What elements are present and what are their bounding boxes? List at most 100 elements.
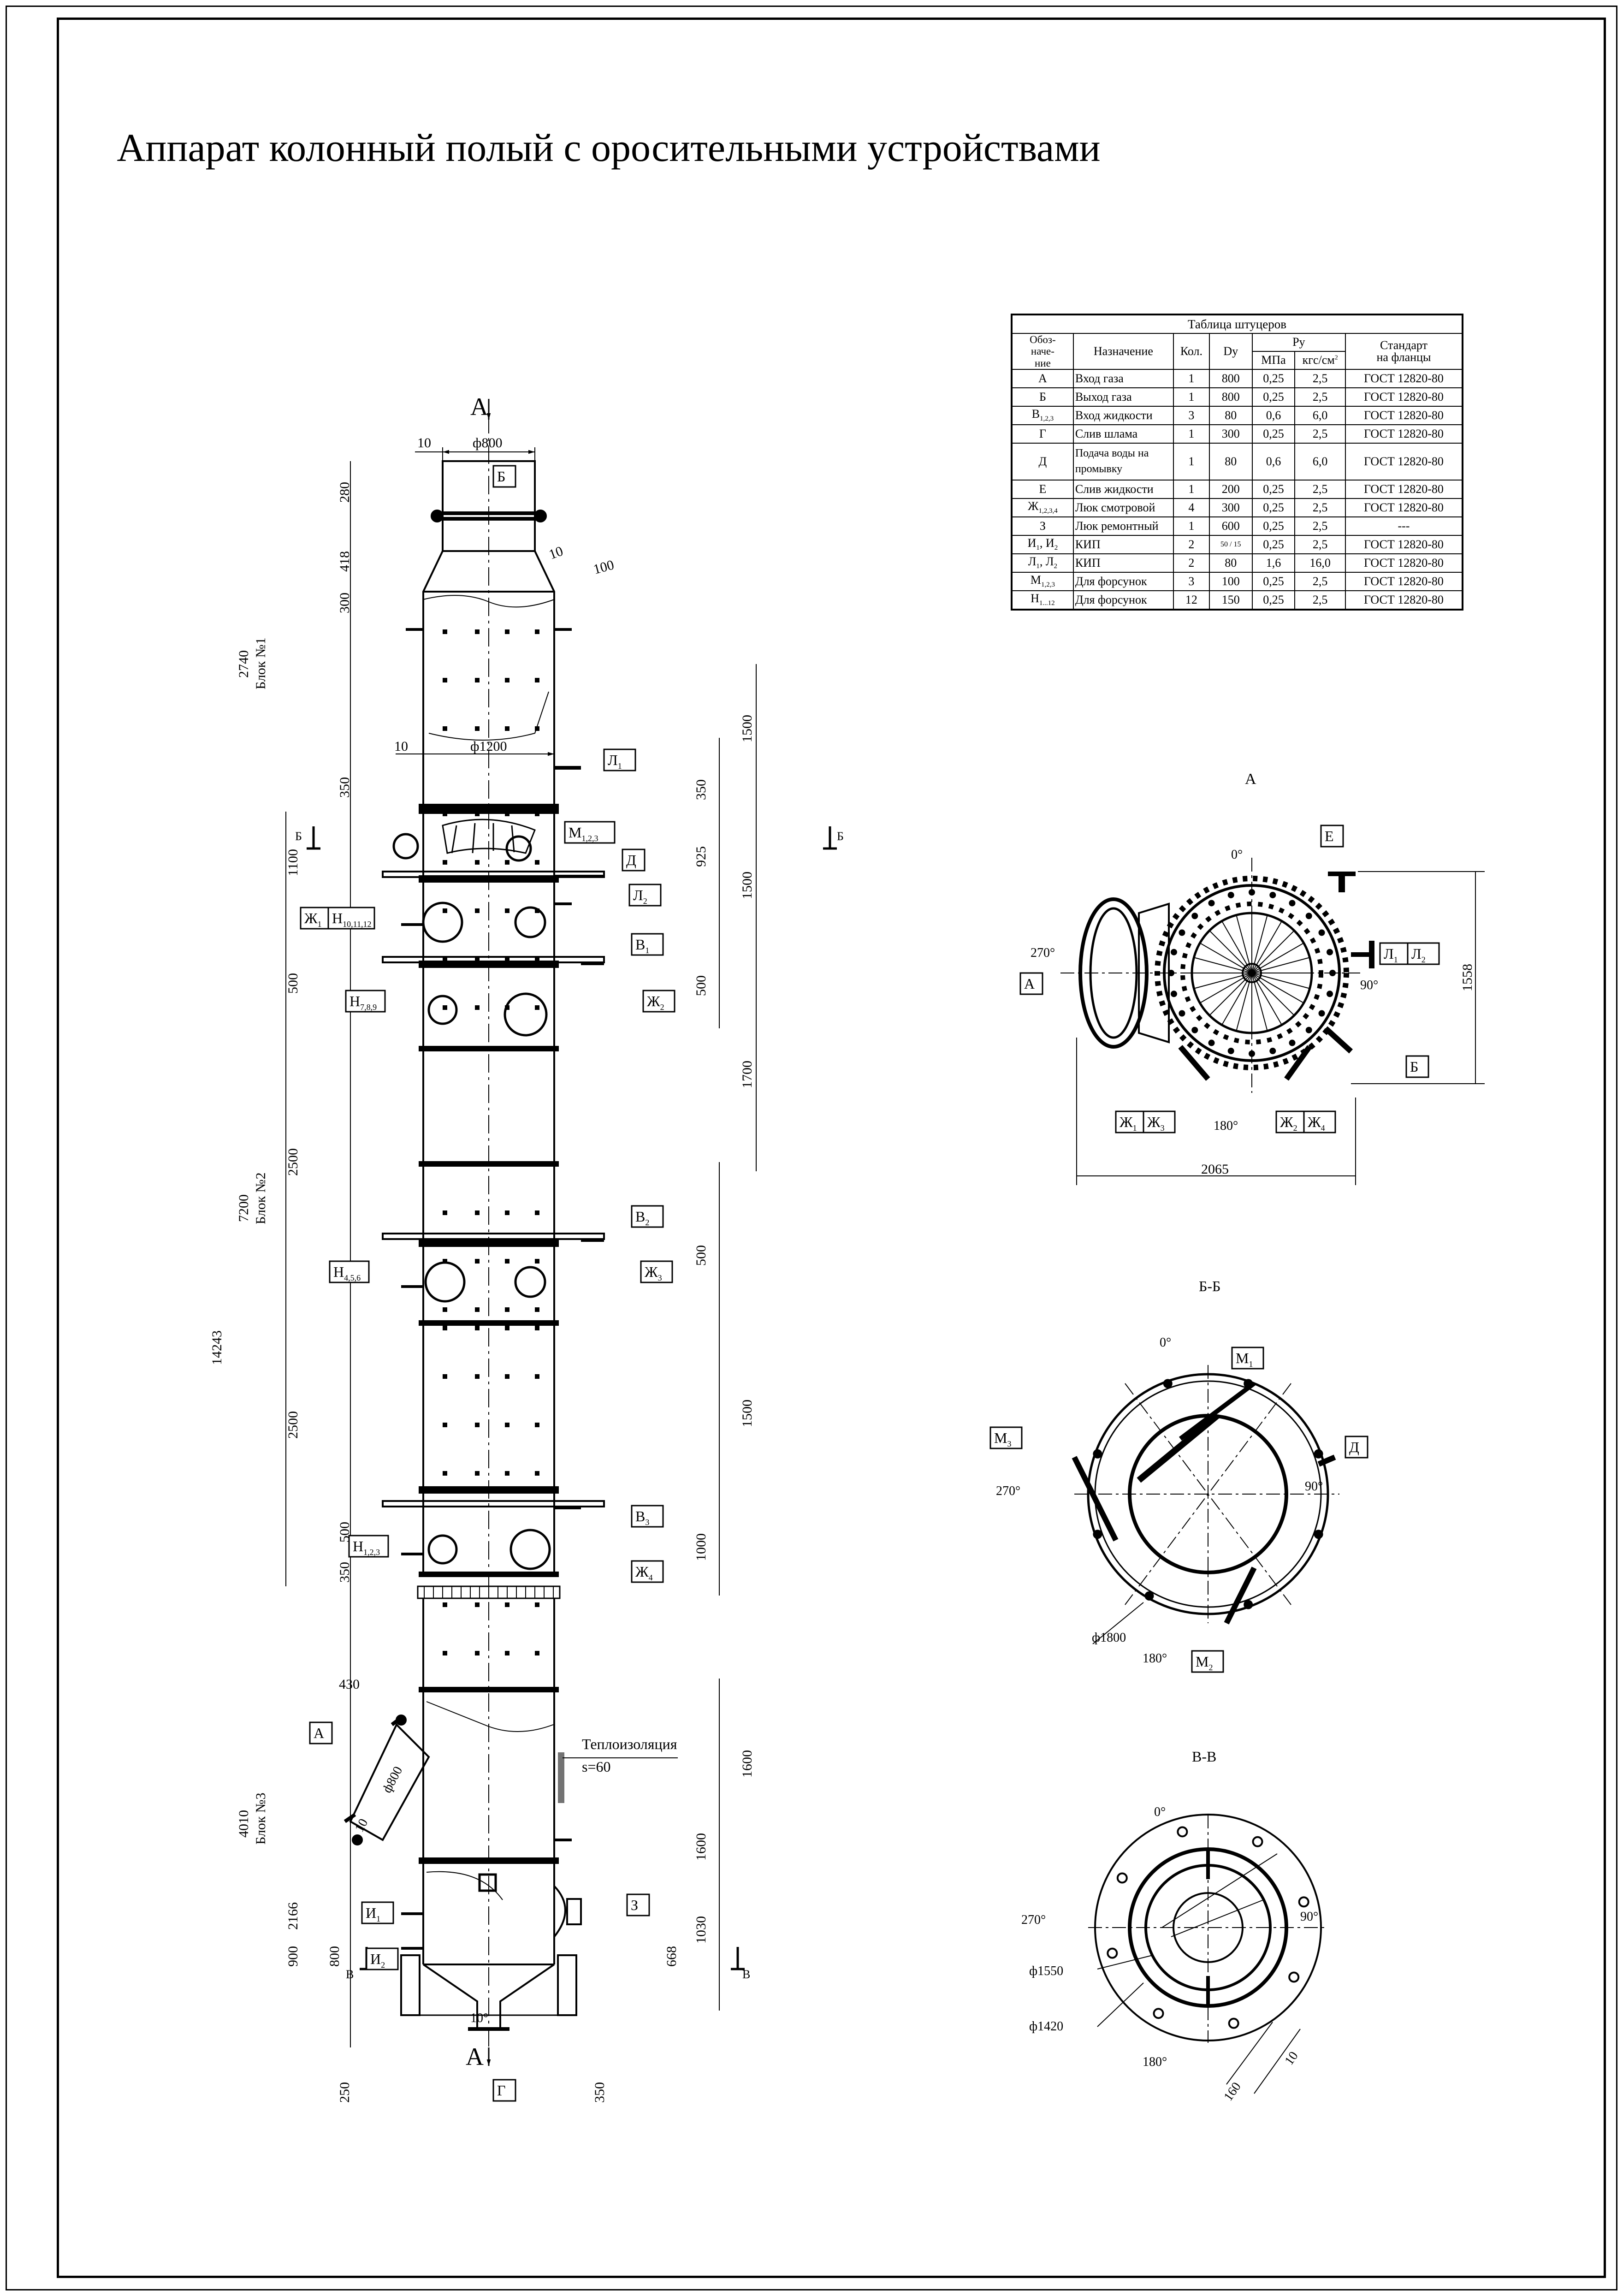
- cell-standard: ГОСТ 12820-80: [1345, 479, 1463, 499]
- cell-kgf: 16,0: [1294, 553, 1346, 573]
- view-a-width: 2065: [1201, 1162, 1229, 1177]
- view-vv-title: В-В: [1192, 1748, 1216, 1765]
- bottom-arrow-a: А: [466, 2043, 491, 2071]
- cell-standard: ГОСТ 12820-80: [1345, 590, 1463, 610]
- cell-kgf: 2,5: [1294, 498, 1346, 517]
- left-dim-10: 2166: [285, 1902, 301, 1930]
- cell-designation: З: [1011, 516, 1074, 536]
- view-a-angle-270: 270°: [1031, 946, 1055, 960]
- right-dim-10: 1600: [693, 1833, 709, 1861]
- view-a-tag-j3: Ж3: [1143, 1110, 1176, 1133]
- cell-designation: Н1...12: [1011, 590, 1074, 610]
- section-mark-b-right: Б: [823, 826, 844, 850]
- svg-text:В: В: [742, 1968, 750, 1981]
- view-a-tag-l1: Л1: [1379, 942, 1412, 965]
- shell-bolt-dots: [443, 629, 539, 1655]
- cell-qty: 4: [1173, 498, 1210, 517]
- svg-text:В: В: [346, 1968, 354, 1981]
- cell-standard: ГОСТ 12820-80: [1345, 405, 1463, 425]
- tag-i1: И1: [361, 1901, 394, 1924]
- cell-dn: 200: [1208, 479, 1253, 499]
- cell-designation: Л1, Л2: [1011, 553, 1074, 573]
- cell-dn: 800: [1208, 387, 1253, 407]
- cell-mpa: 0,25: [1251, 387, 1296, 407]
- dim-430: 430: [339, 1677, 360, 1692]
- right-dim-9: 1600: [740, 1750, 755, 1778]
- cell-purpose: КИП: [1072, 534, 1174, 554]
- cell-qty: 1: [1173, 516, 1210, 536]
- cell-standard: ГОСТ 12820-80: [1345, 498, 1463, 517]
- cell-qty: 1: [1173, 387, 1210, 407]
- svg-text:10: 10: [417, 435, 431, 451]
- view-vv-d1550: ф1550: [1029, 1964, 1063, 1978]
- svg-text:А: А: [470, 393, 488, 421]
- cell-designation: Ж1,2,3,4: [1011, 498, 1074, 517]
- right-dim-3: 1500: [740, 872, 755, 899]
- view-a-angle-0: 0°: [1231, 848, 1243, 862]
- view-vv-d1420: ф1420: [1029, 2019, 1063, 2034]
- nozzle-table: Таблица штуцеров Обоз-наче-ние Назначени…: [1011, 314, 1463, 611]
- block-dim-3: 14243: [209, 1330, 225, 1365]
- view-a-height: 1558: [1460, 964, 1475, 991]
- view-a-title: А: [1245, 771, 1256, 788]
- right-dim-6: 500: [693, 1245, 709, 1266]
- view-a: А 0° 9: [1019, 771, 1485, 1185]
- tag-b-outlet: Б: [492, 465, 516, 488]
- left-dim-5: 500: [285, 973, 301, 994]
- cell-purpose: Люк смотровой: [1072, 498, 1174, 517]
- dim-1200: ф1200: [470, 739, 507, 754]
- cell-dn: 100: [1208, 571, 1253, 591]
- col-kgf: кгс/см2: [1294, 350, 1346, 370]
- view-a-tag-b: Б: [1405, 1055, 1429, 1078]
- cell-designation: А: [1011, 368, 1074, 388]
- view-bb-tag-d: Д: [1345, 1436, 1368, 1459]
- block-label-2: Блок №2: [253, 1173, 268, 1225]
- view-a-tag-j2: Ж2: [1275, 1110, 1309, 1133]
- cell-qty: 1: [1173, 424, 1210, 444]
- right-dim-1: 350: [693, 779, 709, 800]
- sheet-outer-border: [6, 6, 1617, 2290]
- cell-purpose: Слив шлама: [1072, 424, 1174, 444]
- left-dim-4: 1100: [285, 849, 301, 876]
- right-dimension-lines: [719, 664, 757, 2011]
- cell-kgf: 6,0: [1294, 442, 1346, 481]
- drawing-title: Аппарат колонный полый с оросительными у…: [117, 125, 1101, 170]
- right-dim-8: 1000: [693, 1533, 709, 1561]
- cell-kgf: 2,5: [1294, 424, 1346, 444]
- tag-j1: Ж1: [300, 907, 333, 930]
- tag-j2: Ж2: [642, 990, 675, 1013]
- cell-designation: В1,2,3: [1011, 405, 1074, 425]
- cell-dn: 80: [1208, 442, 1253, 481]
- view-bb-tag-m2: М2: [1191, 1650, 1224, 1673]
- left-dim-2: 300: [337, 593, 352, 613]
- cell-qty: 3: [1173, 571, 1210, 591]
- cell-purpose: Подача воды на промывку: [1072, 442, 1174, 481]
- cell-dn: 80: [1208, 405, 1253, 425]
- cell-purpose: Для форсунок: [1072, 590, 1174, 610]
- cell-dn: 150: [1208, 590, 1253, 610]
- left-dim-12: 800: [327, 1946, 342, 1967]
- cell-kgf: 2,5: [1294, 479, 1346, 499]
- dim-10-shell: 10: [394, 739, 408, 754]
- svg-text:Д: Д: [1349, 1439, 1359, 1455]
- left-dim-labels: 2804183003501100500250025005003502166900…: [285, 482, 352, 2103]
- cell-standard: ---: [1345, 516, 1463, 536]
- main-column: [344, 460, 605, 2031]
- view-bb-angle-0: 0°: [1160, 1335, 1171, 1350]
- cell-standard: ГОСТ 12820-80: [1345, 553, 1463, 573]
- cell-dn: 300: [1208, 498, 1253, 517]
- view-vv-angle-0: 0°: [1154, 1805, 1166, 1819]
- right-dim-0: 1500: [740, 715, 755, 742]
- cell-standard: ГОСТ 12820-80: [1345, 534, 1463, 554]
- view-bb-diameter: ф1800: [1092, 1631, 1126, 1645]
- cell-kgf: 2,5: [1294, 590, 1346, 610]
- left-dim-1: 418: [337, 551, 352, 572]
- view-bb-tag-m1: М1: [1231, 1347, 1264, 1370]
